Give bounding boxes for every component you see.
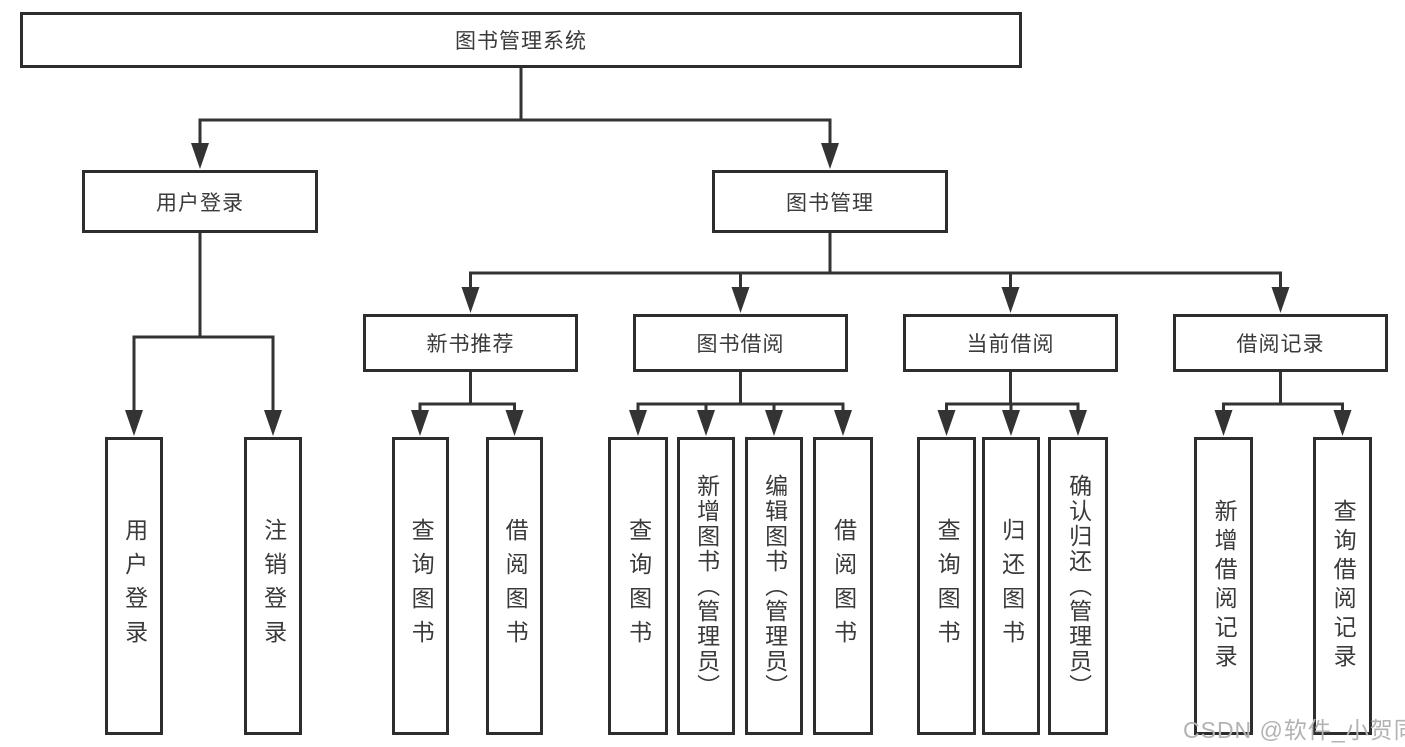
node-user-login-label: 用户登录 [156, 191, 244, 215]
leaf-logout-label: 注销登录 [260, 518, 287, 654]
leaf-current-query-books-label: 查询图书 [934, 518, 961, 654]
leaf-logout: 注销登录 [244, 437, 302, 735]
leaf-current-confirm-return-admin-label: 确认归还（管理员） [1065, 473, 1092, 699]
node-user-login: 用户登录 [82, 170, 318, 233]
leaf-borrow-add-books-admin: 新增图书（管理员） [677, 437, 735, 735]
leaf-borrow-add-books-admin-label: 新增图书（管理员） [693, 473, 720, 699]
watermark: CSDN @软件_小贺同学 [1183, 717, 1405, 743]
node-book-management-label: 图书管理 [786, 191, 874, 215]
leaf-records-query-record: 查询借阅记录 [1313, 437, 1372, 735]
leaf-current-return-books: 归还图书 [982, 437, 1040, 735]
leaf-borrow-edit-books-admin-label: 编辑图书（管理员） [761, 473, 788, 699]
leaf-borrow-borrow-books: 借阅图书 [813, 437, 873, 735]
leaf-records-add-record-label: 新增借阅记录 [1211, 499, 1238, 673]
leaf-borrow-edit-books-admin: 编辑图书（管理员） [745, 437, 803, 735]
node-book-borrow: 图书借阅 [633, 314, 848, 372]
leaf-borrow-query-books-label: 查询图书 [625, 518, 652, 654]
node-current-borrow: 当前借阅 [903, 314, 1118, 372]
leaf-user-login-label: 用户登录 [121, 518, 148, 654]
node-book-management: 图书管理 [712, 170, 948, 233]
node-root-label: 图书管理系统 [455, 30, 587, 53]
node-borrow-records: 借阅记录 [1173, 314, 1388, 372]
leaf-records-add-record: 新增借阅记录 [1194, 437, 1253, 735]
leaf-newbook-query-books-label: 查询图书 [408, 518, 435, 654]
leaf-newbook-query-books: 查询图书 [392, 437, 449, 735]
leaf-user-login: 用户登录 [105, 437, 163, 735]
node-book-borrow-label: 图书借阅 [696, 333, 785, 356]
node-new-book-recommend: 新书推荐 [363, 314, 578, 372]
node-current-borrow-label: 当前借阅 [966, 333, 1055, 356]
leaf-newbook-borrow-books-label: 借阅图书 [502, 518, 529, 654]
leaf-borrow-borrow-books-label: 借阅图书 [830, 518, 857, 654]
leaf-current-return-books-label: 归还图书 [998, 518, 1025, 654]
node-root: 图书管理系统 [20, 12, 1022, 68]
node-new-book-recommend-label: 新书推荐 [426, 333, 515, 356]
leaf-borrow-query-books: 查询图书 [608, 437, 668, 735]
leaf-current-query-books: 查询图书 [917, 437, 976, 735]
leaf-records-query-record-label: 查询借阅记录 [1330, 499, 1357, 673]
leaf-current-confirm-return-admin: 确认归还（管理员） [1048, 437, 1108, 735]
leaf-newbook-borrow-books: 借阅图书 [486, 437, 543, 735]
node-borrow-records-label: 借阅记录 [1236, 333, 1325, 356]
